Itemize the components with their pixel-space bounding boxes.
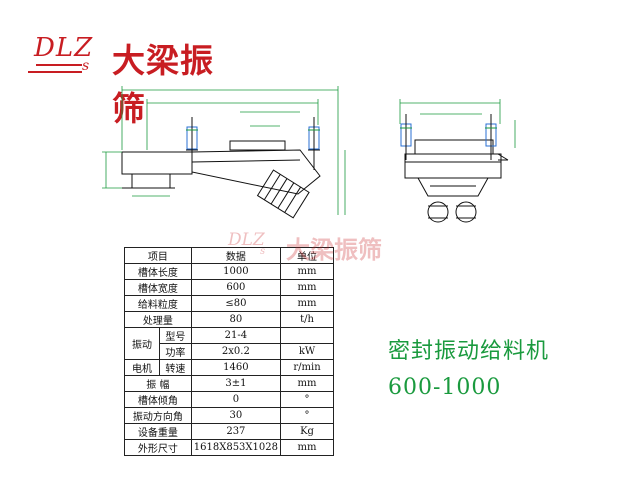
- front-outlet-right: [455, 201, 477, 223]
- logo-mark: DLZ: [34, 33, 94, 63]
- front-motor-left: [400, 114, 412, 160]
- watermark-mark-sub: s: [260, 246, 266, 257]
- front-outlet-left: [427, 201, 449, 223]
- cell-label: 振 幅: [124, 375, 192, 392]
- feeder-inlet-box: [121, 151, 193, 175]
- cell-value: 2x0.2: [190, 343, 282, 360]
- header-item: 项目: [124, 247, 192, 264]
- cell-label: 处理量: [124, 311, 192, 328]
- cell-unit: °: [280, 391, 334, 408]
- table-row: 振 幅 3±1 mm: [124, 375, 334, 392]
- table-row: 振动方向角 30 °: [124, 407, 334, 424]
- cell-label: 槽体倾角: [124, 391, 192, 408]
- front-top-frame: [414, 139, 494, 155]
- table-row: 外形尺寸 1618X853X1028 mm: [124, 439, 334, 456]
- table-row: 槽体宽度 600 mm: [124, 279, 334, 296]
- logo-underline: [36, 64, 82, 66]
- cell-unit: Kg: [280, 423, 334, 440]
- cell-unit: mm: [280, 375, 334, 392]
- cell-unit: mm: [280, 439, 334, 456]
- cell-unit: °: [280, 407, 334, 424]
- cell-value: 237: [190, 423, 282, 440]
- cell-group-label: 振动: [124, 327, 160, 360]
- table-row: 设备重量 237 Kg: [124, 423, 334, 440]
- cell-sublabel: 功率: [159, 343, 192, 360]
- logo-mark-sub: s: [82, 58, 90, 74]
- watermark-mark: DLZ: [228, 230, 265, 250]
- cell-value: 600: [190, 279, 282, 296]
- cell-value: 80: [190, 311, 282, 328]
- cell-value: 1460: [190, 359, 282, 376]
- cell-unit: mm: [280, 295, 334, 312]
- vibrator-motor-right: [308, 117, 320, 170]
- cell-label: 槽体长度: [124, 263, 192, 280]
- logo-name: 大梁振筛: [112, 41, 214, 128]
- spec-table: 项目 数据 单位 槽体长度 1000 mm 槽体宽度 600 mm 给料粒度 ≤…: [124, 247, 334, 456]
- cell-value: 1618X853X1028: [190, 439, 282, 456]
- cell-value: 21-4: [190, 327, 282, 344]
- cell-sublabel: 转速: [159, 359, 192, 376]
- cell-label: 给料粒度: [124, 295, 192, 312]
- front-motor-right: [485, 114, 497, 160]
- cell-value: 30: [190, 407, 282, 424]
- vibrator-motor-left: [186, 117, 198, 165]
- side-dimensions: [102, 86, 346, 215]
- cell-label: 振动方向角: [124, 407, 192, 424]
- logo-underline-2: [28, 71, 82, 73]
- front-view: [400, 114, 509, 223]
- table-row: 电机 转速 1460 r/min: [124, 359, 334, 376]
- cell-value: ≤80: [190, 295, 282, 312]
- product-name: 密封振动给料机: [388, 339, 550, 364]
- cell-unit: mm: [280, 279, 334, 296]
- table-row: 给料粒度 ≤80 mm: [124, 295, 334, 312]
- cell-label: 设备重量: [124, 423, 192, 440]
- cell-unit: kW: [280, 343, 334, 360]
- front-dimensions: [399, 99, 516, 148]
- table-row: 功率 2x0.2 kW: [125, 343, 334, 360]
- cell-sublabel: 型号: [159, 327, 192, 344]
- table-row: 振动 型号 21-4: [124, 327, 334, 360]
- table-header-row: 项目 数据 单位: [124, 247, 334, 264]
- cell-unit: t/h: [280, 311, 334, 328]
- top-cover: [229, 140, 286, 151]
- cell-unit: [280, 327, 334, 344]
- cell-unit: r/min: [280, 359, 334, 376]
- spec-table-grid: 项目 数据 单位 槽体长度 1000 mm 槽体宽度 600 mm 给料粒度 ≤…: [124, 247, 334, 456]
- base-support: [131, 173, 171, 189]
- table-row: 处理量 80 t/h: [124, 311, 334, 328]
- side-view: [121, 117, 321, 219]
- cell-label: 槽体宽度: [124, 279, 192, 296]
- table-row: 槽体倾角 0 °: [124, 391, 334, 408]
- front-hopper: [417, 177, 489, 197]
- cell-label: 外形尺寸: [124, 439, 192, 456]
- brand-logo: DLZ s 大梁振筛: [28, 30, 244, 128]
- cell-value: 0: [190, 391, 282, 408]
- watermark-name: 大梁振筛: [286, 236, 382, 264]
- discharge-chute: [256, 169, 310, 219]
- cell-value: 3±1: [190, 375, 282, 392]
- header-unit: 单位: [280, 247, 334, 264]
- cell-group-label: 电机: [124, 359, 160, 376]
- product-model: 600-1000: [388, 375, 502, 400]
- watermark: DLZ s 大梁振筛: [228, 228, 418, 268]
- front-body: [404, 153, 502, 179]
